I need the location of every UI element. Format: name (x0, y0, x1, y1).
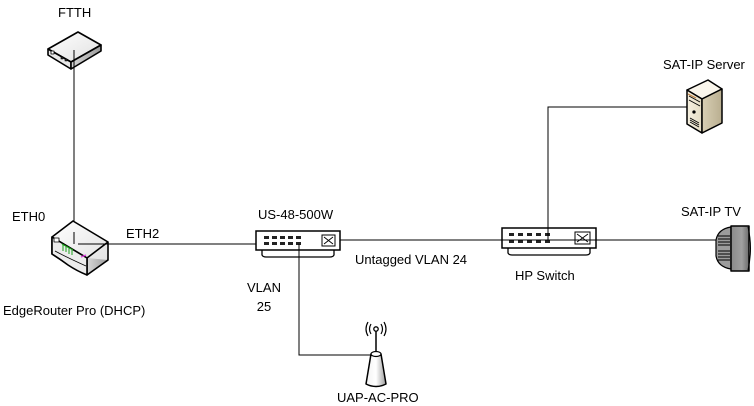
link-us48-uap (298, 244, 371, 356)
ftth-modem-icon[interactable] (47, 31, 102, 70)
satip-tv-label: SAT-IP TV (681, 204, 741, 219)
hp-switch-label: HP Switch (515, 268, 575, 283)
us48-switch-icon[interactable] (255, 230, 341, 258)
satip-server-label: SAT-IP Server (663, 57, 745, 72)
satip-tv-icon[interactable] (715, 225, 751, 272)
untagged-vlan-24-label: Untagged VLAN 24 (355, 252, 468, 267)
hp-switch-icon[interactable] (501, 227, 597, 256)
edgerouter-icon[interactable] (51, 220, 109, 276)
edgerouter-label: EdgeRouter Pro (DHCP) (3, 303, 146, 318)
satip-server-icon[interactable] (686, 79, 723, 134)
us48-label: US-48-500W (258, 207, 334, 222)
eth0-label: ETH0 (12, 209, 46, 224)
vlan-25-label-line2: 25 (256, 299, 272, 314)
ftth-label: FTTH (58, 5, 92, 20)
vlan-25-label-line1: VLAN (247, 280, 281, 295)
link-hpswitch-satipserver (547, 106, 688, 236)
uap-ac-pro-icon[interactable] (365, 321, 387, 388)
links (73, 50, 718, 356)
eth2-label: ETH2 (126, 226, 160, 241)
uap-ac-pro-label: UAP-AC-PRO (337, 390, 419, 405)
